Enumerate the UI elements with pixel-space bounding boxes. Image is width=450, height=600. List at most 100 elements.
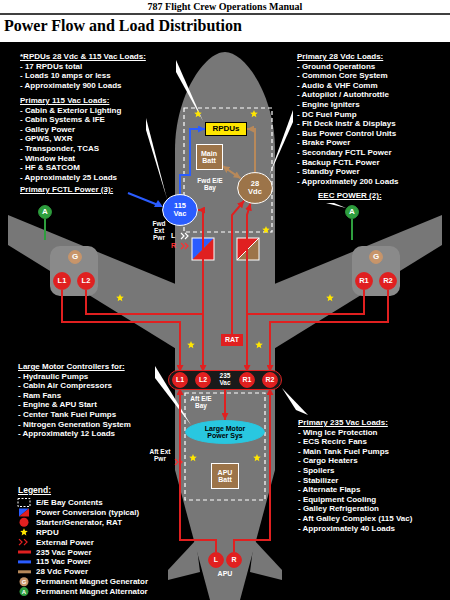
callout-text: - Autopilot / Autothrottle — [297, 90, 389, 100]
rpdu-star — [262, 226, 270, 233]
node-text: R2 — [383, 277, 393, 285]
callout-text: - Cabin & Exterior Lighting — [20, 106, 121, 116]
right-wing — [272, 215, 442, 350]
node-text: L — [214, 556, 218, 563]
callout-text: - Loads 10 amps or less — [20, 71, 111, 81]
callout-text: - Engine & APU Start — [18, 400, 97, 410]
power-connector — [62, 290, 180, 372]
callout-pointer — [326, 203, 346, 208]
callout-text: - Galley Power — [20, 125, 75, 135]
node-text: 235 Vac — [215, 373, 235, 387]
generator-circle: L — [208, 552, 224, 568]
legend-sample — [20, 577, 29, 586]
callout-text: - Ground Operations — [297, 62, 375, 72]
rpdu-star — [116, 294, 124, 301]
power-connector — [247, 129, 255, 172]
left-engine-nacelle — [50, 246, 98, 296]
legend-entry: Power Conversion (typical) — [36, 508, 139, 517]
header-rule — [0, 13, 450, 15]
rat-box: RAT — [221, 334, 243, 346]
ext-power-chevron — [181, 233, 188, 239]
legend-symbol-letter: G — [22, 579, 27, 585]
fctl-arrowhead — [154, 200, 163, 207]
rpdu-star — [187, 341, 195, 348]
rpdu-star — [189, 454, 197, 461]
bus-circle: L2 — [195, 372, 211, 388]
callout-text: - Spoilers — [298, 466, 334, 476]
callout-text: - Cabin Systems & IFE — [20, 115, 105, 125]
rpdu-star — [326, 294, 334, 301]
left-stabilizer — [168, 540, 200, 580]
callout-text: - Nitrogen Generation System — [18, 420, 131, 430]
legend-sample — [20, 518, 29, 527]
callout-text: - DC Fuel Pump — [297, 110, 357, 120]
callout-text: - Aft Galley Complex (115 Vac) — [298, 514, 412, 524]
bus-circle: R1 — [239, 372, 255, 388]
legend-symbol-letter: A — [22, 589, 26, 595]
callout-text: - Audio & VHF Comm — [297, 81, 378, 91]
left-wing — [8, 215, 178, 350]
power-connector — [247, 203, 250, 372]
legend-entry: 235 Vac Power — [36, 548, 92, 557]
legend-sample — [18, 499, 30, 507]
diagram-ground — [0, 42, 450, 600]
power-connector — [234, 388, 270, 552]
callout-text: - Approximately 40 Loads — [298, 524, 395, 534]
legend-heading: Legend: — [18, 486, 51, 495]
generator-circle: L2 — [77, 272, 95, 290]
callout-text: - Window Heat — [20, 154, 75, 164]
ext-power-label: Fwd Ext Pwr — [148, 220, 170, 241]
generator-circle: R1 — [355, 272, 373, 290]
node-text: RAT — [225, 336, 239, 343]
bus-circle: 28 Vdc — [237, 172, 273, 204]
ext-power-label: Aft Ext Pwr — [149, 448, 171, 462]
callout-text: - Approximately 12 Loads — [18, 429, 115, 439]
rpdu-star — [255, 341, 263, 348]
rpdu-box: RPDUs — [205, 122, 247, 136]
bus-band: 235 VacL1L2R1R2 — [168, 370, 282, 390]
ext-power-side: L — [171, 232, 175, 240]
callout-text: Primary 28 Vdc Loads: — [297, 52, 383, 62]
power-connector — [198, 210, 203, 372]
callout-text: - Center Tank Fuel Pumps — [18, 410, 116, 420]
legend-sample — [18, 552, 31, 553]
legend-entry: E/E Bay Contents — [36, 498, 103, 507]
callout-text: - GPWS, WXR — [20, 134, 72, 144]
node-text: G — [373, 253, 379, 261]
node-text: APU Batt — [212, 469, 238, 484]
bus-circle: 115 Vac — [162, 194, 198, 226]
callout-text: - Alternate Flaps — [298, 485, 360, 495]
callout-text: - Cargo Heaters — [298, 456, 358, 466]
legend-sample — [20, 587, 29, 596]
alternator-circle: A — [345, 205, 359, 219]
callout-text: - Wing Ice Protection — [298, 428, 378, 438]
callout-text: Primary 115 Vac Loads: — [20, 96, 109, 106]
legend-entry: 28 Vdc Power — [36, 567, 88, 576]
callout-text: - Ram Fans — [18, 391, 61, 401]
node-text: L2 — [82, 277, 91, 285]
callout-text: - Galley Refrigeration — [298, 504, 379, 514]
node-text: G — [72, 253, 78, 261]
battery-box: APU Batt — [211, 463, 239, 489]
pm-generator-circle: G — [68, 250, 82, 264]
bus-circle: L1 — [172, 372, 188, 388]
node-text: L1 — [58, 277, 67, 285]
node-text: RPDUs — [212, 125, 239, 133]
node-text: Main Batt — [197, 150, 222, 165]
callout-text: - Flt Deck Instr & Displays — [297, 119, 396, 129]
rpdu-star — [250, 110, 258, 117]
callout-text: - Secondary FCTL Power — [297, 148, 392, 158]
battery-box: Main Batt — [196, 144, 223, 170]
node-text: 28 Vdc — [243, 180, 267, 196]
bay-label: Fwd E/E Bay — [196, 177, 224, 191]
callout-text: - Standby Power — [297, 167, 360, 177]
callout-text: - Approximately 200 Loads — [297, 177, 399, 187]
legend-samples — [18, 499, 31, 597]
power-connector — [224, 390, 226, 420]
node-text: R — [231, 556, 236, 563]
bay-label: Aft E/E Bay — [187, 395, 215, 409]
legend-entry: External Power — [36, 538, 94, 547]
